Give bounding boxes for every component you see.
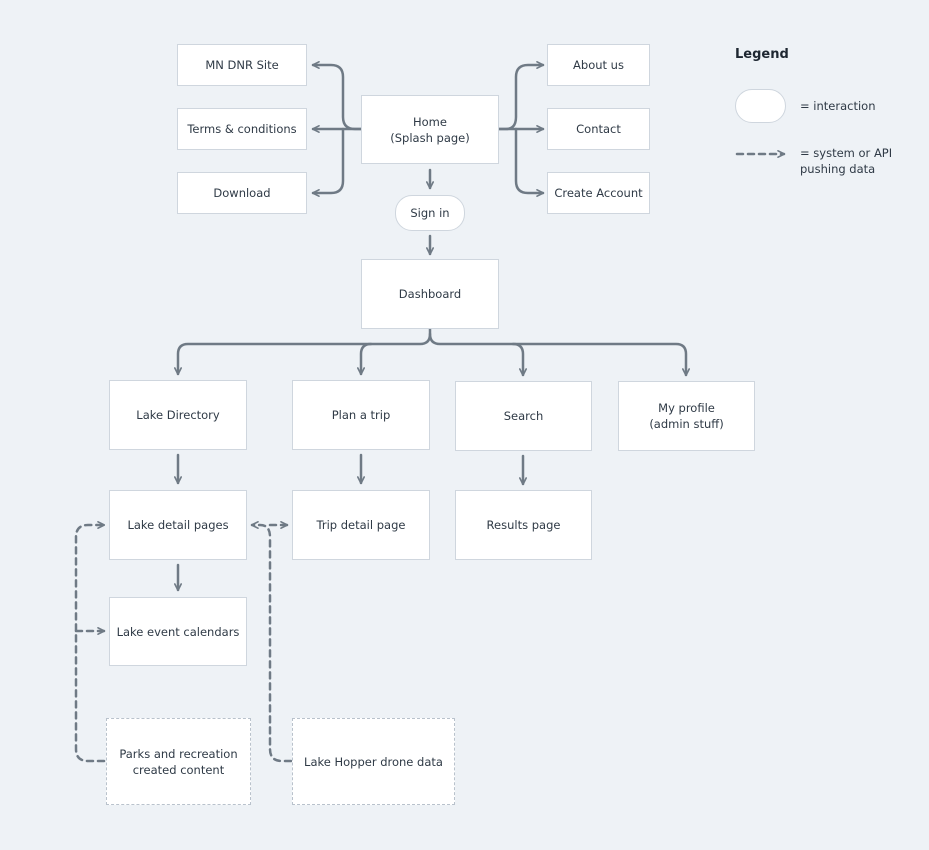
- node-results-page[interactable]: Results page: [455, 490, 592, 560]
- node-my-profile[interactable]: My profile (admin stuff): [618, 381, 755, 451]
- node-lake-directory[interactable]: Lake Directory: [109, 380, 247, 450]
- connector-dashboard-plan: [357, 342, 373, 376]
- node-trip-detail-page[interactable]: Trip detail page: [292, 490, 430, 560]
- node-create-account[interactable]: Create Account: [547, 172, 650, 214]
- connector-dashboard-right: [428, 332, 690, 377]
- connector-drone-to-detail: [250, 521, 293, 763]
- node-contact[interactable]: Contact: [547, 108, 650, 150]
- connector-home-left-trunk: [311, 61, 363, 131]
- connector-home-download: [311, 127, 345, 197]
- node-plan-a-trip[interactable]: Plan a trip: [292, 380, 430, 450]
- node-sign-in[interactable]: Sign in: [395, 195, 465, 231]
- node-parks-recreation-content: Parks and recreation created content: [106, 718, 251, 805]
- node-lake-hopper-drone-data: Lake Hopper drone data: [292, 718, 455, 805]
- node-about-us[interactable]: About us: [547, 44, 650, 86]
- node-terms-conditions[interactable]: Terms & conditions: [177, 108, 307, 150]
- node-search[interactable]: Search: [455, 381, 592, 451]
- connector-dashboard-search: [511, 342, 527, 377]
- legend-system-label: = system or API pushing data: [800, 146, 893, 176]
- connector-home-create-account: [514, 127, 545, 197]
- node-home[interactable]: Home (Splash page): [361, 95, 499, 164]
- connector-parks-to-detail: [74, 521, 106, 763]
- connector-dashboard-trunk: [174, 326, 432, 376]
- node-dashboard[interactable]: Dashboard: [361, 259, 499, 329]
- legend-title: Legend: [735, 47, 789, 62]
- legend-interaction-swatch: [735, 89, 786, 123]
- node-lake-detail-pages[interactable]: Lake detail pages: [109, 490, 247, 560]
- connector-home-right-trunk: [496, 61, 545, 131]
- legend-interaction-label: = interaction: [800, 99, 876, 113]
- node-lake-event-calendars[interactable]: Lake event calendars: [109, 597, 247, 666]
- node-download[interactable]: Download: [177, 172, 307, 214]
- node-mn-dnr-site[interactable]: MN DNR Site: [177, 44, 307, 86]
